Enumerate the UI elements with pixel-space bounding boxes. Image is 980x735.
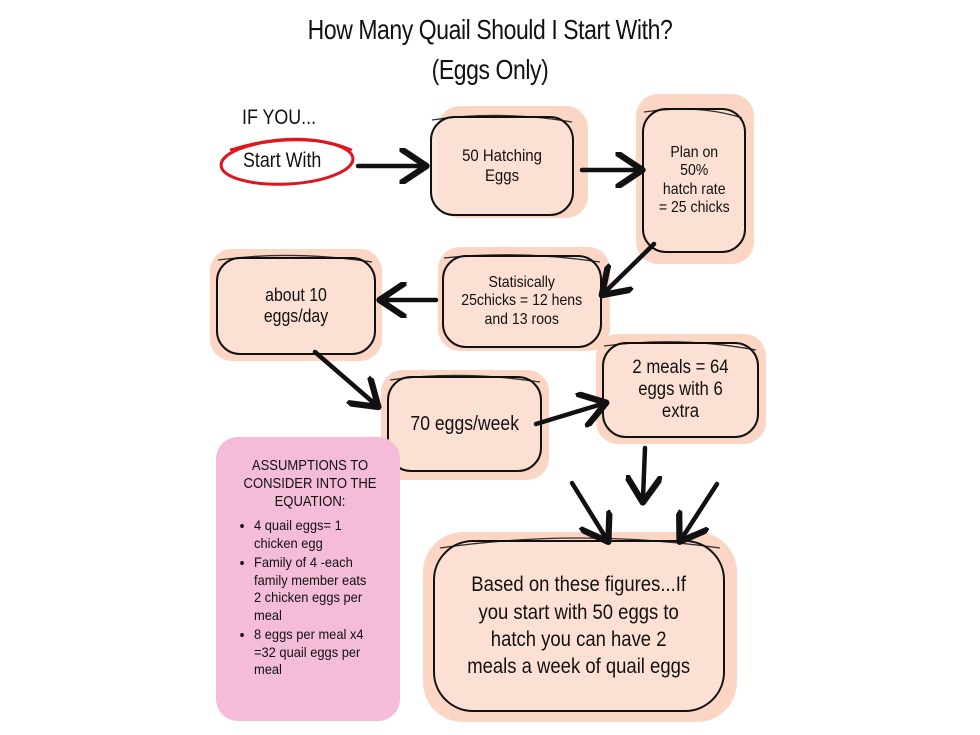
start-with-label: Start With xyxy=(243,149,322,172)
arrow-day-to-week xyxy=(312,349,375,404)
assumptions-heading: ASSUMPTIONS TO CONSIDER INTO THE EQUATIO… xyxy=(243,458,377,511)
start-with-circle-tail xyxy=(229,137,353,152)
title-line-2: (Eggs Only) xyxy=(431,54,549,85)
node-hatch-rate: Plan on 50% hatch rate = 25 chicks xyxy=(636,94,754,264)
node-hatching-eggs-text: 50 Hatching Eggs xyxy=(462,146,542,185)
assumptions-box: ASSUMPTIONS TO CONSIDER INTO THE EQUATIO… xyxy=(216,437,400,721)
node-eggs-week-text: 70 eggs/week xyxy=(410,412,519,435)
node-meals-text: 2 meals = 64 eggs with 6 extra xyxy=(632,357,729,422)
node-meals: 2 meals = 64 eggs with 6 extra xyxy=(596,334,766,444)
node-statistically-text: Statisically 25chicks = 12 hens and 13 r… xyxy=(461,273,583,328)
title-line-1: How Many Quail Should I Start With? xyxy=(307,14,673,45)
node-eggs-day: about 10 eggs/day xyxy=(210,249,382,361)
arrow-left-to-result xyxy=(569,480,606,538)
arrow-hatch-to-stats xyxy=(605,241,657,292)
list-item: Family of 4 -each family member eats 2 c… xyxy=(254,554,375,624)
node-hatching-eggs: 50 Hatching Eggs xyxy=(430,106,588,218)
arrow-meals-down xyxy=(643,445,645,498)
if-you-label: IF YOU... xyxy=(242,106,317,129)
node-eggs-day-text: about 10 eggs/day xyxy=(263,285,329,326)
assumptions-list: 4 quail eggs= 1 chicken egg Family of 4 … xyxy=(234,517,386,679)
arrow-week-to-meals xyxy=(533,404,602,424)
list-item: 8 eggs per meal x4 =32 quail eggs per me… xyxy=(254,626,375,679)
arrow-right-to-result xyxy=(682,481,720,538)
node-hatch-rate-text: Plan on 50% hatch rate = 25 chicks xyxy=(658,143,730,216)
node-result: Based on these figures...If you start wi… xyxy=(423,532,737,722)
list-item: 4 quail eggs= 1 chicken egg xyxy=(254,517,375,552)
node-statistically: Statisically 25chicks = 12 hens and 13 r… xyxy=(438,247,610,351)
node-result-text: Based on these figures...If you start wi… xyxy=(467,573,691,679)
node-eggs-week: 70 eggs/week xyxy=(381,370,549,480)
